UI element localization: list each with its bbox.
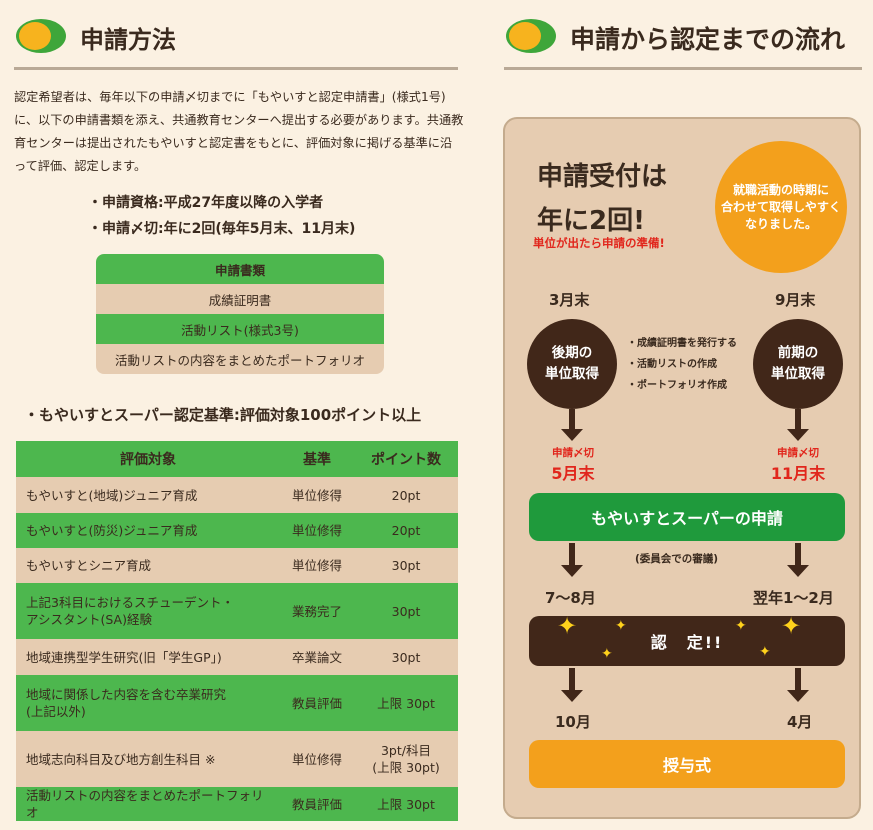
table-cell: 単位修得 [280,513,354,548]
table-cell: 卒業論文 [280,639,354,675]
deadline-month: 11月末 [770,464,826,483]
column-header: 評価対象 [16,441,280,477]
committee-note: (委員会での審議) [635,553,719,565]
table-cell: 教員評価 [280,675,354,731]
table-cell: 3pt/科目 (上限 30pt) [354,731,458,787]
deadline-label: 申請〆切 [777,447,819,459]
down-arrow-icon [787,409,809,441]
column-header: ポイント数 [354,441,458,477]
table-cell: 上記3科目におけるスチューデント・ アシスタント(SA)経験 [16,583,280,639]
bubble-text: 就職活動の時期に 合わせて取得しやすく なりました。 [721,182,841,231]
document-item: 活動リストの内容をまとめたポートフォリオ [96,344,384,374]
month-label: 4月 [787,713,813,731]
eligibility-text: ・申請資格:平成27年度以降の入学者 [88,195,324,211]
column-header: 基準 [280,441,354,477]
table-row: 上記3科目におけるスチューデント・ アシスタント(SA)経験 業務完了 30pt [16,583,458,639]
month-label: 9月末 [775,291,816,309]
down-arrow-icon [787,668,809,702]
table-cell: 地域志向科目及び地方創生科目 ※ [16,731,280,787]
table-cell: もやいすと(地域)ジュニア育成 [16,477,280,513]
table-cell: もやいすとシニア育成 [16,548,280,583]
sparkle-icon: ✦ [601,646,613,662]
prep-note: 単位が出たら申請の準備! [533,236,665,250]
sparkle-icon: ✦ [735,618,747,634]
down-arrow-icon [561,409,583,441]
circle-text: 前期の 単位取得 [771,345,825,382]
document-item: 成績証明書 [96,284,384,314]
circle-bullet-icon [506,19,556,53]
ceremony-banner: 授与式 [529,740,845,788]
table-cell: 単位修得 [280,548,354,583]
headline-line: 申請受付は [537,162,668,192]
table-cell: 教員評価 [280,787,354,821]
task-item: ・ポートフォリオ作成 [627,380,727,391]
documents-list: 申請書類 成績証明書 活動リスト(様式3号) 活動リストの内容をまとめたポートフ… [96,254,384,374]
criteria-title: ・もやいすとスーパー認定基準:評価対象100ポイント以上 [24,406,422,424]
circle-text: 後期の 単位取得 [545,345,599,382]
month-label: 3月末 [549,291,590,309]
month-label: 10月 [555,713,591,731]
document-item: 活動リスト(様式3号) [96,314,384,344]
table-row: もやいすと(防災)ジュニア育成 単位修得 20pt [16,513,458,548]
table-row: もやいすとシニア育成 単位修得 30pt [16,548,458,583]
documents-header: 申請書類 [96,254,384,284]
table-cell: 地域に関係した内容を含む卒業研究 (上記以外) [16,675,280,731]
section-header-application: 申請方法 [14,10,458,70]
down-arrow-icon [787,543,809,577]
certification-banner: 認 定!! [529,616,845,666]
table-cell: 活動リストの内容をまとめたポートフォリオ [16,787,280,821]
deadline-label: 申請〆切 [552,447,594,459]
table-cell: 20pt [354,513,458,548]
task-list: ・成績証明書を発行する ・活動リストの作成 ・ポートフォリオ作成 [627,333,737,396]
month-label: 7〜8月 [545,589,596,607]
headline-line: 年に2回! [537,206,645,236]
table-row: もやいすと(地域)ジュニア育成 単位修得 20pt [16,477,458,513]
task-item: ・活動リストの作成 [627,359,717,370]
intro-text: 認定希望者は、毎年以下の申請〆切までに「もやいすと認定申請書」(様式1号)に、以… [14,90,464,173]
table-cell: 単位修得 [280,731,354,787]
section-header-flow: 申請から認定までの流れ [504,10,862,70]
down-arrow-icon [561,668,583,702]
info-bubble: 就職活動の時期に 合わせて取得しやすく なりました。 [715,141,847,273]
table-cell: 上限 30pt [354,787,458,821]
table-row: 地域志向科目及び地方創生科目 ※ 単位修得 3pt/科目 (上限 30pt) [16,731,458,787]
table-cell: 30pt [354,548,458,583]
flow-panel: 申請受付は 年に2回! 単位が出たら申請の準備! 就職活動の時期に 合わせて取得… [503,117,861,819]
table-cell: 20pt [354,477,458,513]
sparkle-icon: ✦ [759,644,771,660]
down-arrow-icon [561,543,583,577]
deadline-month: 5月末 [551,464,595,483]
table-row: 地域連携型学生研究(旧「学生GP」) 卒業論文 30pt [16,639,458,675]
sparkle-icon: ✦ [615,618,627,634]
table-header-row: 評価対象 基準 ポイント数 [16,441,458,477]
section-title: 申請から認定までの流れ [570,25,846,54]
task-item: ・成績証明書を発行する [627,338,737,349]
early-term-circle: 前期の 単位取得 [753,319,843,409]
month-label: 翌年1〜2月 [753,589,834,607]
sparkle-icon: ✦ [557,612,578,640]
table-cell: 単位修得 [280,477,354,513]
table-cell: 地域連携型学生研究(旧「学生GP」) [16,639,280,675]
section-title: 申請方法 [80,26,176,54]
circle-bullet-icon [16,19,66,53]
sparkle-icon: ✦ [781,612,802,640]
table-cell: 上限 30pt [354,675,458,731]
table-cell: もやいすと(防災)ジュニア育成 [16,513,280,548]
table-cell: 30pt [354,639,458,675]
table-cell: 業務完了 [280,583,354,639]
table-cell: 30pt [354,583,458,639]
eligibility-block: ・申請資格:平成27年度以降の入学者 ・申請〆切:年に2回(毎年5月末、11月末… [88,190,355,242]
table-row: 地域に関係した内容を含む卒業研究 (上記以外) 教員評価 上限 30pt [16,675,458,731]
super-apply-banner: もやいすとスーパーの申請 [529,493,845,541]
later-term-circle: 後期の 単位取得 [527,319,617,409]
headline: 申請受付は 年に2回! [537,155,667,243]
table-row: 活動リストの内容をまとめたポートフォリオ 教員評価 上限 30pt [16,787,458,821]
deadline-november: 申請〆切 11月末 [767,445,829,484]
criteria-table: 評価対象 基準 ポイント数 もやいすと(地域)ジュニア育成 単位修得 20pt … [16,441,458,821]
deadline-text: ・申請〆切:年に2回(毎年5月末、11月末) [88,221,356,237]
deadline-may: 申請〆切 5月末 [545,445,601,484]
